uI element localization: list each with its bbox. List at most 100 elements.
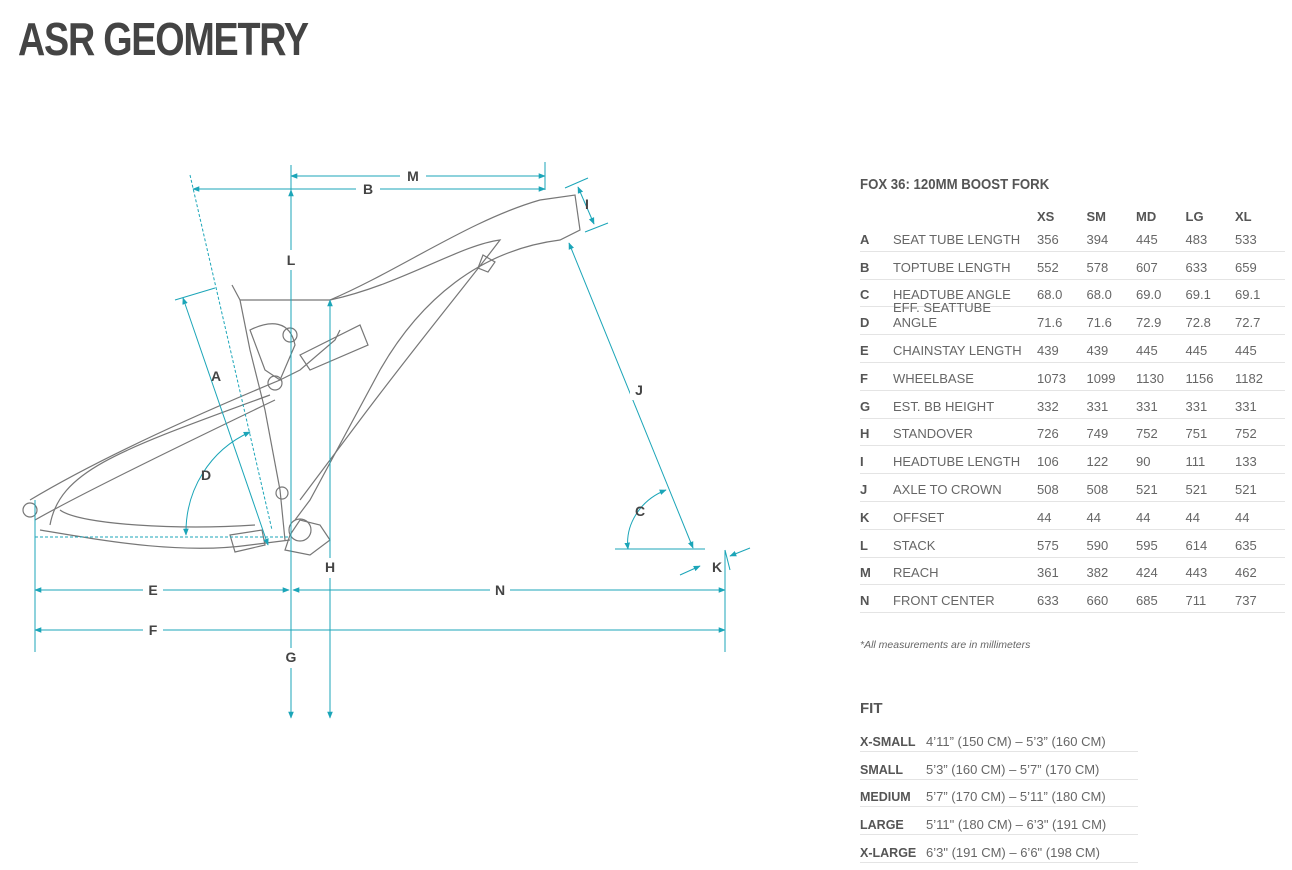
row-value: 533: [1235, 231, 1257, 247]
label-a: A: [211, 368, 221, 384]
row-value: 445: [1235, 342, 1257, 358]
row-value: 331: [1086, 398, 1109, 414]
row-value: 44: [1235, 509, 1250, 525]
geometry-heading: FOX 36: 120MM BOOST FORK: [860, 176, 1050, 193]
fit-heading: FIT: [860, 700, 883, 717]
fit-row: SMALL 5’3” (160 CM) – 5’7” (170 CM): [860, 752, 1138, 780]
row-letter: A: [860, 231, 870, 247]
row-value: 69.1: [1185, 287, 1211, 303]
row-value: 607: [1136, 259, 1158, 275]
fit-size: X-LARGE: [860, 845, 917, 860]
row-letter: F: [860, 370, 868, 386]
row-letter: I: [860, 454, 864, 470]
row-label: FRONT CENTER: [893, 593, 995, 609]
label-c: C: [635, 503, 645, 519]
row-value: 44: [1086, 509, 1101, 525]
row-value: 69.1: [1235, 287, 1261, 303]
row-letter: B: [860, 259, 870, 275]
row-label: WHEELBASE: [893, 370, 974, 386]
dimension-lines: [34, 162, 751, 719]
row-value: 424: [1136, 565, 1158, 581]
size-header: XS: [1037, 209, 1055, 224]
label-i: I: [585, 196, 589, 212]
row-label: REACH: [893, 565, 939, 581]
row-letter: G: [860, 398, 871, 414]
fit-table: FIT X-SMALL 4’11” (150 CM) – 5’3” (160 C…: [860, 700, 1138, 863]
label-b: B: [363, 181, 373, 197]
row-value: 575: [1037, 537, 1059, 553]
row-label: EST. BB HEIGHT: [893, 398, 995, 414]
row-value: 483: [1185, 231, 1208, 247]
row-value: 361: [1037, 565, 1059, 581]
row-value: 331: [1185, 398, 1208, 414]
row-value: 44: [1185, 509, 1200, 525]
label-m: M: [407, 168, 419, 184]
size-header: XL: [1235, 209, 1252, 224]
row-value: 382: [1086, 565, 1109, 581]
row-value: 660: [1086, 593, 1109, 609]
row-value: 1073: [1037, 370, 1066, 386]
row-value: 1182: [1235, 370, 1263, 386]
row-value: 356: [1037, 231, 1059, 247]
fit-range: 4’11” (150 CM) – 5’3” (160 CM): [926, 733, 1106, 749]
bike-geometry-diagram: M B I L A J D C H K E N F G: [22, 162, 751, 719]
bike-frame: [22, 194, 581, 556]
page-title: ASR GEOMETRY: [18, 13, 309, 65]
row-value: 445: [1185, 342, 1208, 358]
row-value: 331: [1235, 398, 1257, 414]
row-label: HEADTUBE ANGLE: [893, 287, 1011, 303]
dimension-labels: M B I L A J D C H K E N F G: [143, 166, 722, 668]
row-letter: H: [860, 426, 870, 442]
row-value: 614: [1185, 537, 1208, 553]
row-value: 133: [1235, 454, 1257, 470]
fit-range: 5’3” (160 CM) – 5’7” (170 CM): [926, 761, 1100, 777]
row-letter: L: [860, 537, 868, 553]
row-label: OFFSET: [893, 509, 945, 525]
fit-row: LARGE 5’11" (180 CM) – 6’3" (191 CM): [860, 807, 1138, 836]
size-header: SM: [1086, 209, 1107, 224]
row-value: 711: [1185, 593, 1207, 609]
row-letter: C: [860, 287, 870, 303]
measurement-note: *All measurements are in millimeters: [860, 639, 1031, 652]
label-f: F: [149, 622, 158, 638]
geometry-table: FOX 36: 120MM BOOST FORK XS SM MD LG XL …: [860, 176, 1285, 651]
row-value: 685: [1136, 593, 1158, 609]
row-label: AXLE TO CROWN: [893, 481, 1002, 497]
fit-range: 5’7” (170 CM) – 5’11” (180 CM): [926, 789, 1106, 805]
row-value: 508: [1037, 481, 1059, 497]
fit-size: MEDIUM: [860, 790, 911, 805]
row-value: 521: [1235, 481, 1257, 497]
label-l: L: [287, 252, 296, 268]
row-label: CHAINSTAY LENGTH: [893, 342, 1022, 358]
row-value: 633: [1037, 593, 1059, 609]
row-value: 659: [1235, 259, 1257, 275]
row-label: STACK: [893, 537, 936, 553]
row-value: 68.0: [1037, 287, 1063, 303]
row-value: 72.7: [1235, 315, 1261, 331]
row-value: 439: [1037, 342, 1059, 358]
size-header: MD: [1136, 209, 1157, 224]
row-value: 111: [1185, 454, 1206, 470]
fit-size: SMALL: [860, 762, 904, 777]
fit-row: X-SMALL 4’11” (150 CM) – 5’3” (160 CM): [860, 724, 1138, 752]
row-value: 445: [1136, 342, 1158, 358]
label-d: D: [201, 467, 211, 483]
row-value: 443: [1185, 565, 1208, 581]
row-label: SEAT TUBE LENGTH: [893, 231, 1021, 247]
row-value: 394: [1086, 231, 1109, 247]
row-label: EFF. SEATTUBE ANGLE: [893, 300, 991, 331]
row-value: 1130: [1136, 370, 1164, 386]
label-j: J: [635, 382, 643, 398]
row-value: 737: [1235, 593, 1257, 609]
row-letter: E: [860, 342, 869, 358]
row-letter: K: [860, 509, 870, 525]
